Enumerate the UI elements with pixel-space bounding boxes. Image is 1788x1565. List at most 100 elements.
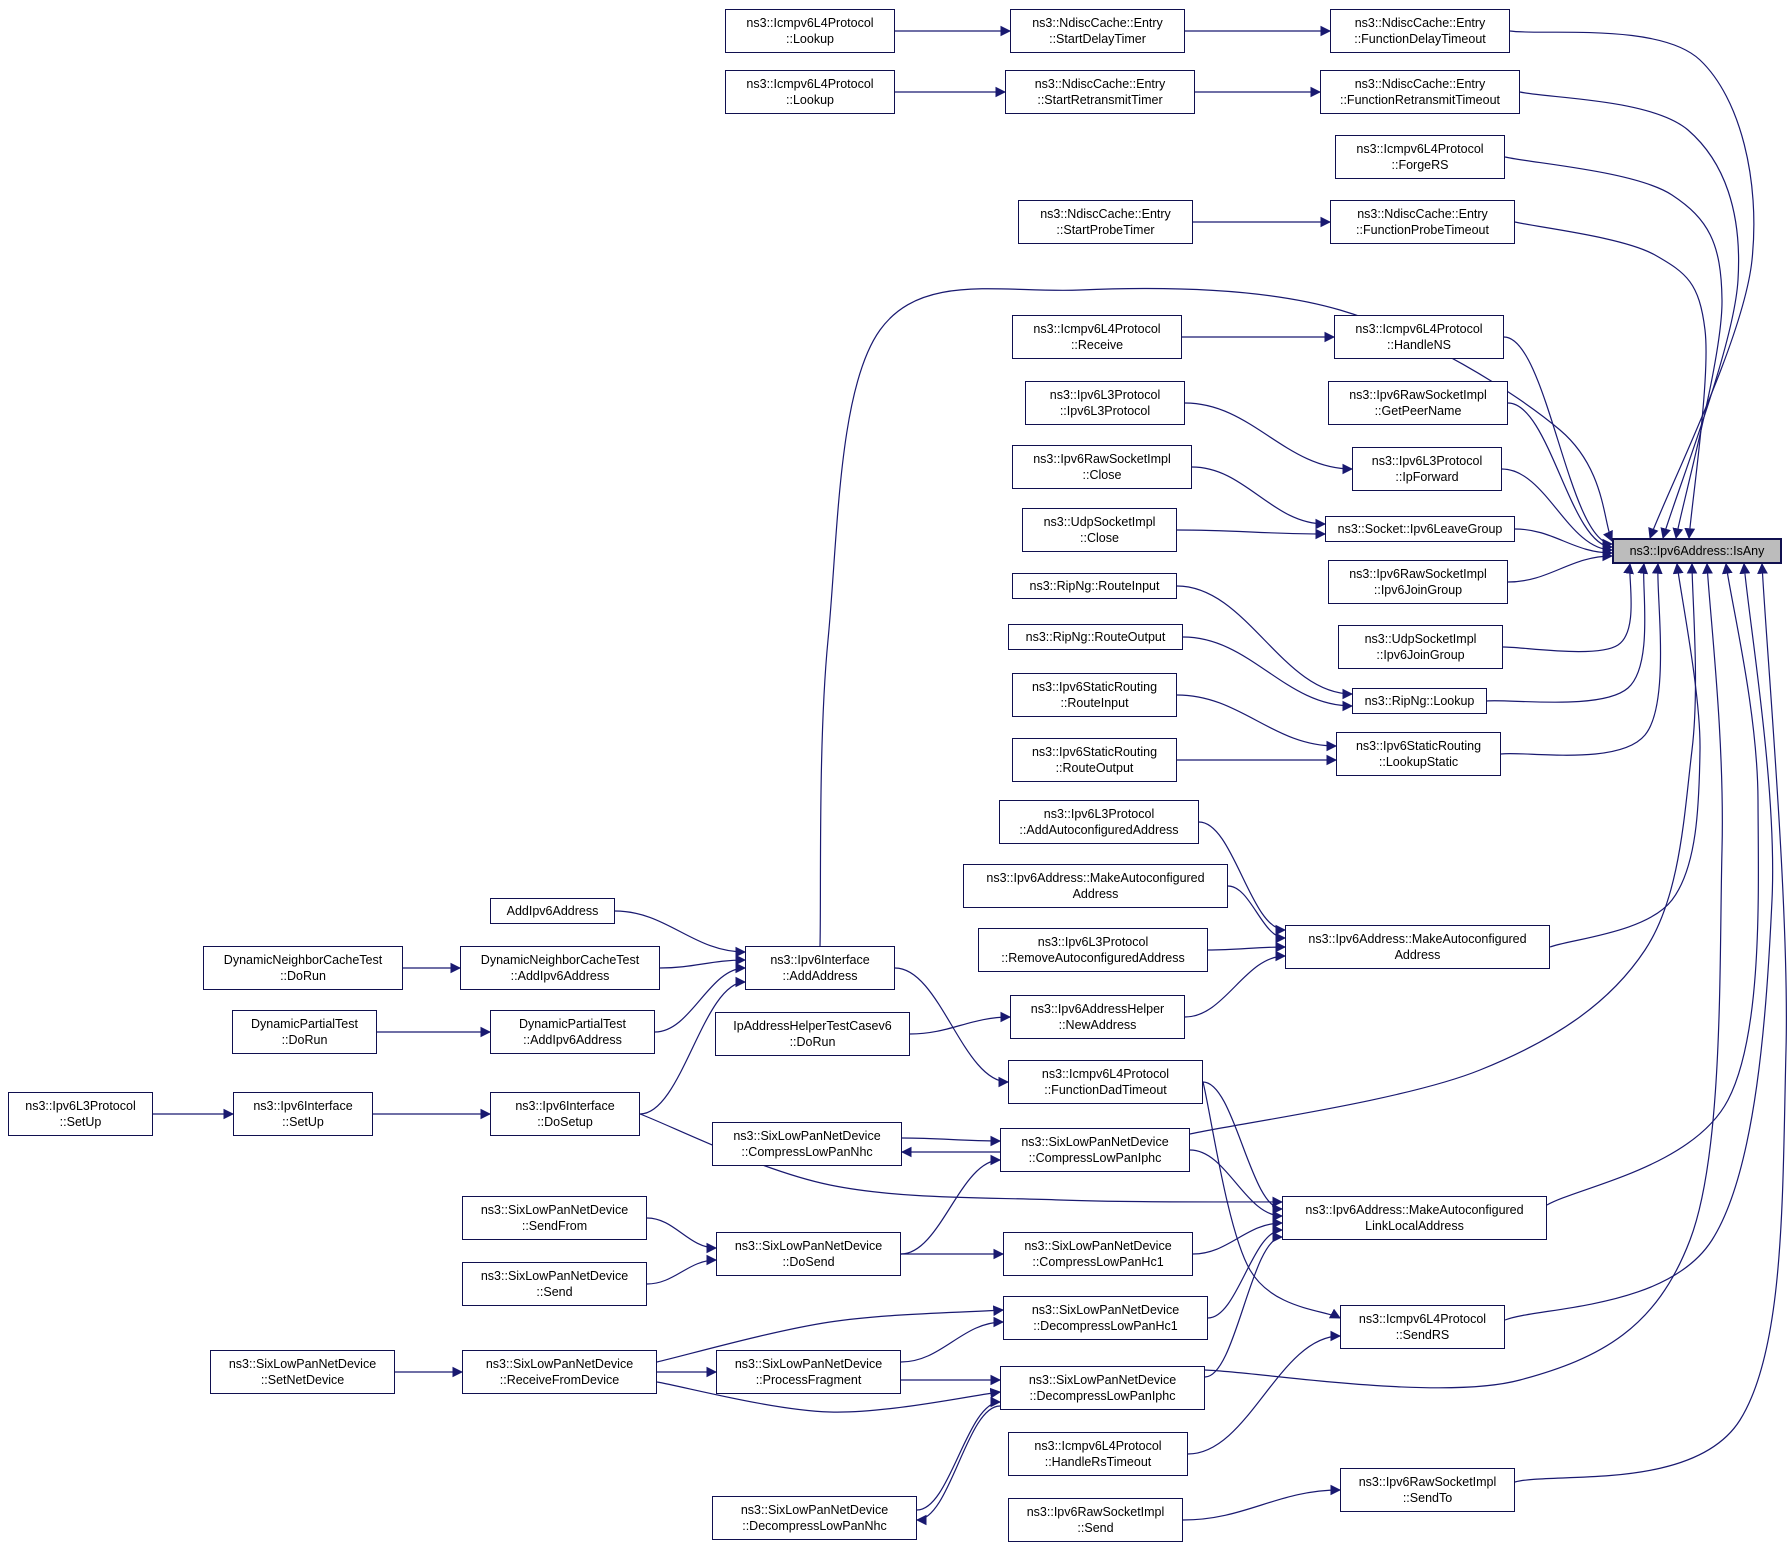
node-dIphc[interactable]: ns3::SixLowPanNetDevice::DecompressLowPa… <box>1000 1366 1205 1410</box>
node-statInput[interactable]: ns3::Ipv6StaticRouting::RouteInput <box>1012 673 1177 717</box>
node-rawSend[interactable]: ns3::Ipv6RawSocketImpl::Send <box>1008 1498 1183 1542</box>
node-dncAdd[interactable]: DynamicNeighborCacheTest::AddIpv6Address <box>460 946 660 990</box>
node-cNhc[interactable]: ns3::SixLowPanNetDevice::CompressLowPanN… <box>712 1122 902 1166</box>
node-sendTo[interactable]: ns3::Ipv6RawSocketImpl::SendTo <box>1340 1468 1515 1512</box>
edge-ripInput-to-ripLookup <box>1176 585 1354 700</box>
node-statOutput[interactable]: ns3::Ipv6StaticRouting::RouteOutput <box>1012 738 1177 782</box>
node-isAny[interactable]: ns3::Ipv6Address::IsAny <box>1612 538 1782 564</box>
node-forgeRS[interactable]: ns3::Icmpv6L4Protocol::ForgeRS <box>1335 135 1505 179</box>
node-addIpv6Plain[interactable]: AddIpv6Address <box>490 898 615 924</box>
node-rawClose[interactable]: ns3::Ipv6RawSocketImpl::Close <box>1012 445 1192 489</box>
node-label: ns3::RipNg::RouteOutput <box>1025 630 1166 644</box>
node-ripLookup[interactable]: ns3::RipNg::Lookup <box>1352 688 1487 714</box>
edge-sendFrom-to-doSend <box>646 1217 718 1254</box>
node-addAuto[interactable]: ns3::Ipv6L3Protocol::AddAutoconfiguredAd… <box>999 800 1199 844</box>
edge-sendTo-to-isAny <box>1514 562 1787 1483</box>
node-label: ns3::NdiscCache::Entry <box>1354 77 1486 91</box>
node-label: ::AddAddress <box>782 969 858 983</box>
node-label: ns3::SixLowPanNetDevice <box>228 1357 377 1371</box>
node-label: ::DecompressLowPanHc1 <box>1033 1319 1178 1333</box>
edge-send6-to-doSend <box>646 1254 718 1285</box>
node-label: ns3::Ipv6AddressHelper <box>1030 1002 1165 1016</box>
edge-newAddress-to-makeAuto <box>1184 950 1287 1018</box>
node-startProbeTimer[interactable]: ns3::NdiscCache::Entry::StartProbeTimer <box>1018 200 1193 244</box>
node-dadTimeout[interactable]: ns3::Icmpv6L4Protocol::FunctionDadTimeou… <box>1008 1060 1203 1104</box>
node-doSetup[interactable]: ns3::Ipv6Interface::DoSetup <box>490 1092 640 1136</box>
node-dncDoRun[interactable]: DynamicNeighborCacheTest::DoRun <box>203 946 403 990</box>
node-label: ::GetPeerName <box>1374 404 1462 418</box>
node-label: ::FunctionRetransmitTimeout <box>1339 93 1500 107</box>
node-label: ::DoRun <box>281 1033 328 1047</box>
node-dptDoRun[interactable]: DynamicPartialTest::DoRun <box>232 1010 377 1054</box>
edge-forgeRS-to-isAny <box>1504 156 1723 540</box>
node-ripInput[interactable]: ns3::RipNg::RouteInput <box>1012 573 1177 599</box>
node-funcRetransmitTimeout[interactable]: ns3::NdiscCache::Entry::FunctionRetransm… <box>1320 70 1520 114</box>
node-lookupStatic[interactable]: ns3::Ipv6StaticRouting::LookupStatic <box>1336 732 1501 776</box>
node-startDelayTimer[interactable]: ns3::NdiscCache::Entry::StartDelayTimer <box>1010 9 1185 53</box>
node-label: ns3::SixLowPanNetDevice <box>1024 1239 1172 1253</box>
node-ipForward[interactable]: ns3::Ipv6L3Protocol::IpForward <box>1352 447 1502 491</box>
node-label: ns3::SixLowPanNetDevice <box>485 1357 634 1371</box>
node-receive[interactable]: ns3::Icmpv6L4Protocol::Receive <box>1012 315 1182 359</box>
node-label: ::RouteOutput <box>1055 761 1134 775</box>
node-addAddress[interactable]: ns3::Ipv6Interface::AddAddress <box>745 946 895 990</box>
node-send6[interactable]: ns3::SixLowPanNetDevice::Send <box>462 1262 647 1306</box>
node-hRsTimeout[interactable]: ns3::Icmpv6L4Protocol::HandleRsTimeout <box>1008 1432 1188 1476</box>
node-dNhc[interactable]: ns3::SixLowPanNetDevice::DecompressLowPa… <box>712 1496 917 1540</box>
node-label: ns3::NdiscCache::Entry <box>1032 16 1163 30</box>
node-procFrag[interactable]: ns3::SixLowPanNetDevice::ProcessFragment <box>716 1350 901 1394</box>
node-cHc1[interactable]: ns3::SixLowPanNetDevice::CompressLowPanH… <box>1003 1232 1193 1276</box>
node-handleNS[interactable]: ns3::Icmpv6L4Protocol::HandleNS <box>1334 315 1504 359</box>
node-udpClose[interactable]: ns3::UdpSocketImpl::Close <box>1022 508 1177 552</box>
node-label: ns3::Ipv6L3Protocol <box>25 1099 136 1113</box>
node-label: ::FunctionProbeTimeout <box>1356 223 1489 237</box>
node-dptAdd[interactable]: DynamicPartialTest::AddIpv6Address <box>490 1010 655 1054</box>
node-l3SetUp[interactable]: ns3::Ipv6L3Protocol::SetUp <box>8 1092 153 1136</box>
node-lookup2[interactable]: ns3::Icmpv6L4Protocol::Lookup <box>725 70 895 114</box>
node-dHc1[interactable]: ns3::SixLowPanNetDevice::DecompressLowPa… <box>1003 1296 1208 1340</box>
node-startRetransmitTimer[interactable]: ns3::NdiscCache::Entry::StartRetransmitT… <box>1005 70 1195 114</box>
node-label: ::SendTo <box>1402 1491 1453 1505</box>
node-newAddress[interactable]: ns3::Ipv6AddressHelper::NewAddress <box>1010 995 1185 1039</box>
node-ifSetUp[interactable]: ns3::Ipv6Interface::SetUp <box>233 1092 373 1136</box>
node-l3ctor[interactable]: ns3::Ipv6L3Protocol::Ipv6L3Protocol <box>1025 381 1185 425</box>
node-rawJoin[interactable]: ns3::Ipv6RawSocketImpl::Ipv6JoinGroup <box>1328 560 1508 604</box>
node-label: ns3::UdpSocketImpl <box>1364 632 1477 646</box>
node-removeAuto[interactable]: ns3::Ipv6L3Protocol::RemoveAutoconfigure… <box>978 928 1208 972</box>
node-label: ::IpForward <box>1395 470 1459 484</box>
node-sendRS[interactable]: ns3::Icmpv6L4Protocol::SendRS <box>1340 1305 1505 1349</box>
node-label: ::StartRetransmitTimer <box>1037 93 1163 107</box>
node-label: ::SetUp <box>282 1115 324 1129</box>
node-label: ns3::Ipv6Interface <box>515 1099 615 1113</box>
node-ipHelperDoRun[interactable]: IpAddressHelperTestCasev6::DoRun <box>715 1012 910 1056</box>
node-label: ::NewAddress <box>1058 1018 1137 1032</box>
node-setNetDev[interactable]: ns3::SixLowPanNetDevice::SetNetDevice <box>210 1350 395 1394</box>
node-label: ::Ipv6L3Protocol <box>1059 404 1151 418</box>
node-label: ns3::Ipv6Interface <box>253 1099 353 1113</box>
node-label: LinkLocalAddress <box>1365 1219 1464 1233</box>
node-label: ::Lookup <box>786 32 834 46</box>
node-funcDelayTimeout[interactable]: ns3::NdiscCache::Entry::FunctionDelayTim… <box>1330 9 1510 53</box>
node-cIphc[interactable]: ns3::SixLowPanNetDevice::CompressLowPanI… <box>1000 1128 1190 1172</box>
node-udpJoin[interactable]: ns3::UdpSocketImpl::Ipv6JoinGroup <box>1338 625 1503 669</box>
node-recvFromDev[interactable]: ns3::SixLowPanNetDevice::ReceiveFromDevi… <box>462 1350 657 1394</box>
node-sendFrom[interactable]: ns3::SixLowPanNetDevice::SendFrom <box>462 1196 647 1240</box>
node-lookup1[interactable]: ns3::Icmpv6L4Protocol::Lookup <box>725 9 895 53</box>
edge-doSend-to-cIphc <box>900 1154 1002 1255</box>
node-label: ns3::Icmpv6L4Protocol <box>1358 1312 1487 1326</box>
node-doSend[interactable]: ns3::SixLowPanNetDevice::DoSend <box>716 1232 901 1276</box>
node-label: ns3::SixLowPanNetDevice <box>480 1203 629 1217</box>
edge-udpClose-to-leaveGroup <box>1176 528 1327 540</box>
node-label: ns3::Ipv6Address::MakeAutoconfigured <box>1305 1203 1524 1217</box>
node-ripOutput[interactable]: ns3::RipNg::RouteOutput <box>1008 624 1183 650</box>
node-leaveGroup[interactable]: ns3::Socket::Ipv6LeaveGroup <box>1325 516 1515 542</box>
edge-removeAuto-to-makeAuto <box>1207 941 1287 953</box>
edge-funcRetransmitTimeout-to-isAny <box>1519 91 1740 540</box>
node-label: ::ForgeRS <box>1391 158 1449 172</box>
node-funcProbeTimeout[interactable]: ns3::NdiscCache::Entry::FunctionProbeTim… <box>1330 200 1515 244</box>
node-getPeerName[interactable]: ns3::Ipv6RawSocketImpl::GetPeerName <box>1328 381 1508 425</box>
